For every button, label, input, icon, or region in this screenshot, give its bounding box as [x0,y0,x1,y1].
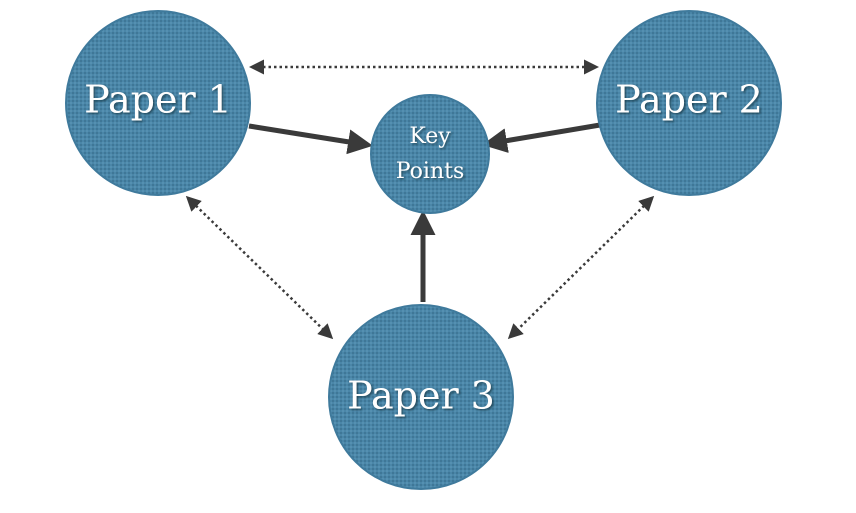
node-paper2-label: Paper 2 [615,78,763,122]
node-paper3-label: Paper 3 [347,374,495,418]
solid-arrow-paper1-to-key-points [248,123,373,155]
dotted-arrow-paper1-paper3 [185,195,334,340]
node-key-points-label-line1: Key [409,124,451,149]
node-paper2: Paper 2 [596,10,782,196]
node-key-points-label-line2: Points [396,159,465,184]
node-key-points: Key Points [370,94,490,214]
dotted-arrow-paper2-paper3 [507,195,655,340]
node-paper1: Paper 1 [65,10,251,196]
solid-arrow-paper2-to-key-points [482,122,601,154]
node-paper1-label: Paper 1 [84,78,232,122]
node-paper3: Paper 3 [328,304,514,490]
